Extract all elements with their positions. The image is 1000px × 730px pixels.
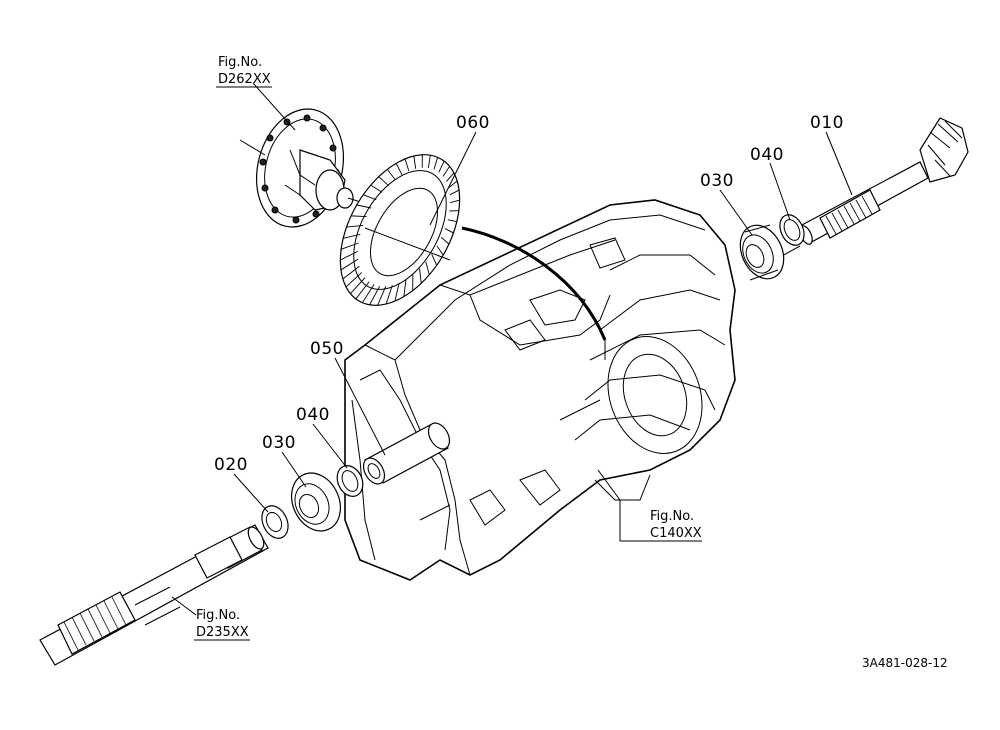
callout-040-top: 040 [750,145,784,165]
callout-020: 020 [214,455,248,475]
fig-ref-differential-label: Fig.No. [218,55,262,70]
callout-030-bottom: 030 [262,433,296,453]
fig-ref-case-code: C140XX [650,526,702,541]
axle-shaft [40,525,268,665]
pinion-shaft [760,118,968,268]
fig-ref-axle-label: Fig.No. [196,608,240,623]
fig-ref-differential: Fig.No. D262XX [216,55,272,87]
callout-050: 050 [310,339,344,359]
fig-ref-case: Fig.No. C140XX [620,500,702,541]
assembly-arrow [462,228,605,340]
callout-060: 060 [456,113,490,133]
fig-ref-case-label: Fig.No. [650,509,694,524]
drawing-code: 3A481-028-12 [862,656,948,670]
callout-010: 010 [810,113,844,133]
callout-030-top: 030 [700,171,734,191]
fig-ref-differential-code: D262XX [218,72,271,87]
fig-ref-axle: Fig.No. D235XX [194,608,250,640]
fig-ref-axle-code: D235XX [196,625,249,640]
callout-040-bottom: 040 [296,405,330,425]
